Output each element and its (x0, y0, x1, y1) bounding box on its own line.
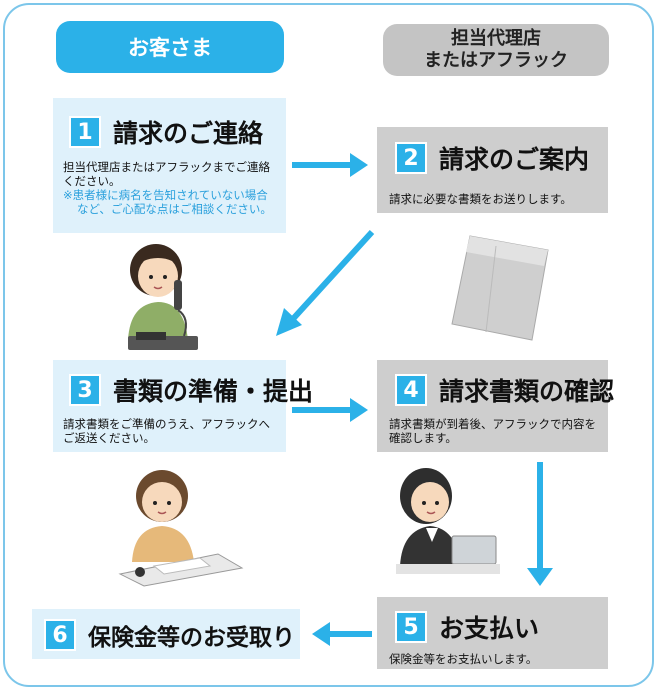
step-6-number: 6 (44, 619, 76, 651)
arrow-step2-to-step3 (276, 229, 375, 336)
step-1-number: 1 (69, 116, 101, 148)
step-3-description: 請求書類をご準備のうえ、アフラックへご返送ください。 (63, 417, 270, 445)
arrow-step5-to-step6 (312, 622, 372, 646)
writing-illustration (118, 470, 244, 587)
step-2-number: 2 (395, 142, 427, 174)
envelope-illustration (451, 235, 549, 341)
step-6-box: 6 保険金等のお受取り (32, 609, 300, 659)
step-5-number: 5 (395, 611, 427, 643)
step-4-number: 4 (395, 374, 427, 406)
step-5-title: お支払い (439, 614, 540, 643)
phone-call-illustration (128, 244, 198, 350)
staff-laptop-illustration (396, 468, 500, 574)
customer-header: お客さま (56, 21, 284, 73)
step-2-title: 請求のご案内 (439, 145, 590, 174)
step-2-box: 2 請求のご案内 請求に必要な書類をお送りします。 (377, 127, 608, 213)
step-3-title: 書類の準備・提出 (113, 377, 314, 406)
step-3-number: 3 (69, 374, 101, 406)
step-2-description: 請求に必要な書類をお送りします。 (389, 192, 572, 206)
step-1-description: 担当代理店またはアフラックまでご連絡ください。 (63, 160, 270, 188)
step-5-box: 5 お支払い 保険金等をお支払いします。 (377, 597, 608, 669)
step-1-note: ※患者様に病名を告知されていない場合など、ご心配な点はご相談ください。 (63, 188, 272, 216)
step-1-title: 請求のご連絡 (113, 119, 264, 148)
step-4-box: 4 請求書類の確認 請求書類が到着後、アフラックで内容を確認します。 (377, 360, 614, 452)
arrow-step4-to-step5 (527, 462, 553, 586)
step-3-box: 3 書類の準備・提出 請求書類をご準備のうえ、アフラックへご返送ください。 (53, 360, 313, 452)
step-5-description: 保険金等をお支払いします。 (389, 652, 538, 666)
step-4-title: 請求書類の確認 (439, 377, 615, 406)
agency-header: 担当代理店 またはアフラック (383, 24, 609, 76)
arrow-step3-to-step4 (292, 398, 368, 422)
arrow-step1-to-step2 (292, 153, 368, 177)
step-6-title: 保険金等のお受取り (88, 625, 295, 651)
step-4-description: 請求書類が到着後、アフラックで内容を確認します。 (389, 417, 596, 445)
step-1-box: 1 請求のご連絡 担当代理店またはアフラックまでご連絡ください。 ※患者様に病名… (53, 98, 286, 233)
